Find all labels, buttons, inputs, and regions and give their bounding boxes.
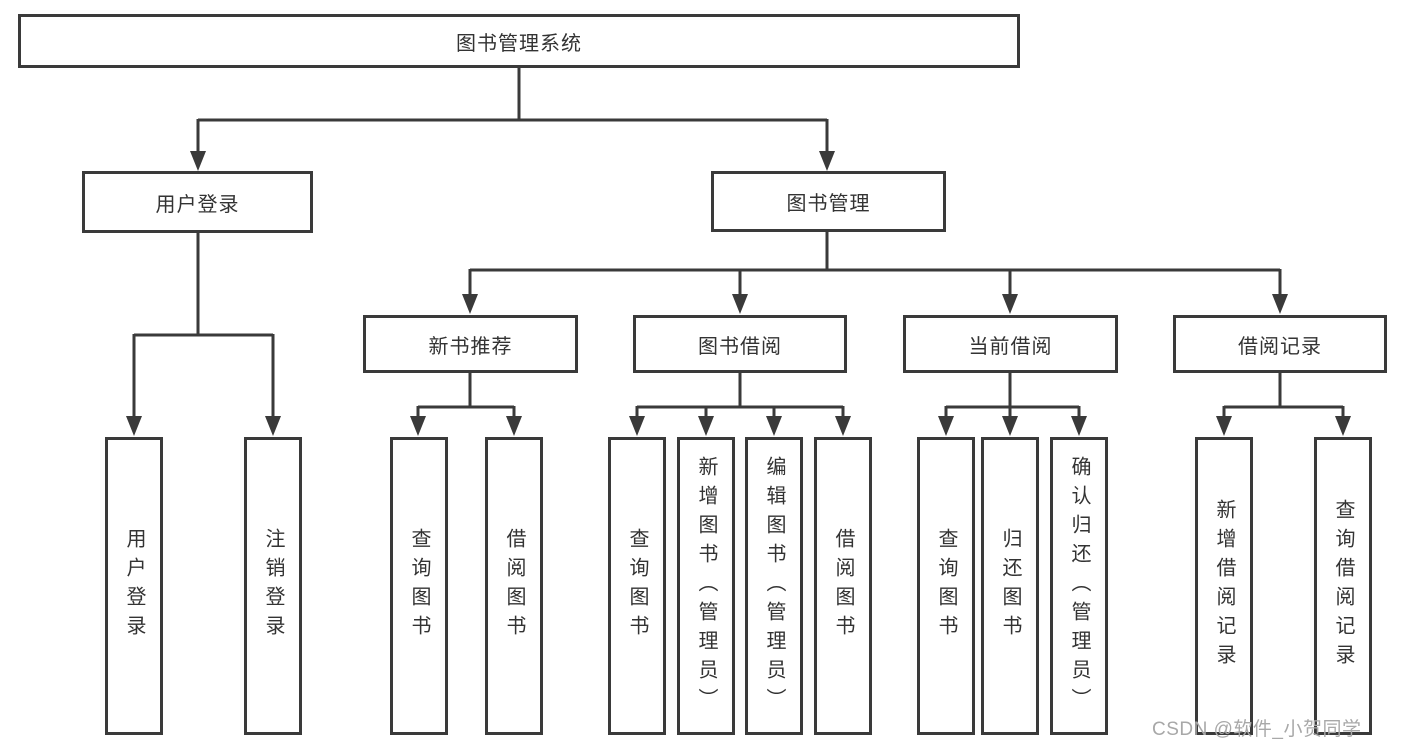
leaf-logout: 注销登录 xyxy=(244,437,302,735)
leaf-return-book: 归还图书 xyxy=(981,437,1039,735)
leaf-borrow-books: 借阅图书 xyxy=(814,437,872,735)
leaf-query-borrow-record: 查询借阅记录 xyxy=(1314,437,1372,735)
leaf-confirm-return-admin: 确认归还（管理员） xyxy=(1050,437,1108,735)
node-root: 图书管理系统 xyxy=(18,14,1020,68)
leaf-query-books-current: 查询图书 xyxy=(917,437,975,735)
leaf-add-book-admin: 新增图书（管理员） xyxy=(677,437,735,735)
csdn-watermark: CSDN @软件_小贺同学 xyxy=(1152,719,1362,740)
leaf-query-books-borrow: 查询图书 xyxy=(608,437,666,735)
leaf-edit-book-admin: 编辑图书（管理员） xyxy=(745,437,803,735)
node-borrow-records: 借阅记录 xyxy=(1173,315,1387,373)
leaf-query-books-recommend: 查询图书 xyxy=(390,437,448,735)
node-user-login: 用户登录 xyxy=(82,171,313,233)
leaf-add-borrow-record: 新增借阅记录 xyxy=(1195,437,1253,735)
node-book-borrow: 图书借阅 xyxy=(633,315,847,373)
leaf-borrow-books-recommend: 借阅图书 xyxy=(485,437,543,735)
leaf-user-login: 用户登录 xyxy=(105,437,163,735)
node-book-management: 图书管理 xyxy=(711,171,946,232)
node-new-book-recommend: 新书推荐 xyxy=(363,315,578,373)
node-current-borrow: 当前借阅 xyxy=(903,315,1118,373)
